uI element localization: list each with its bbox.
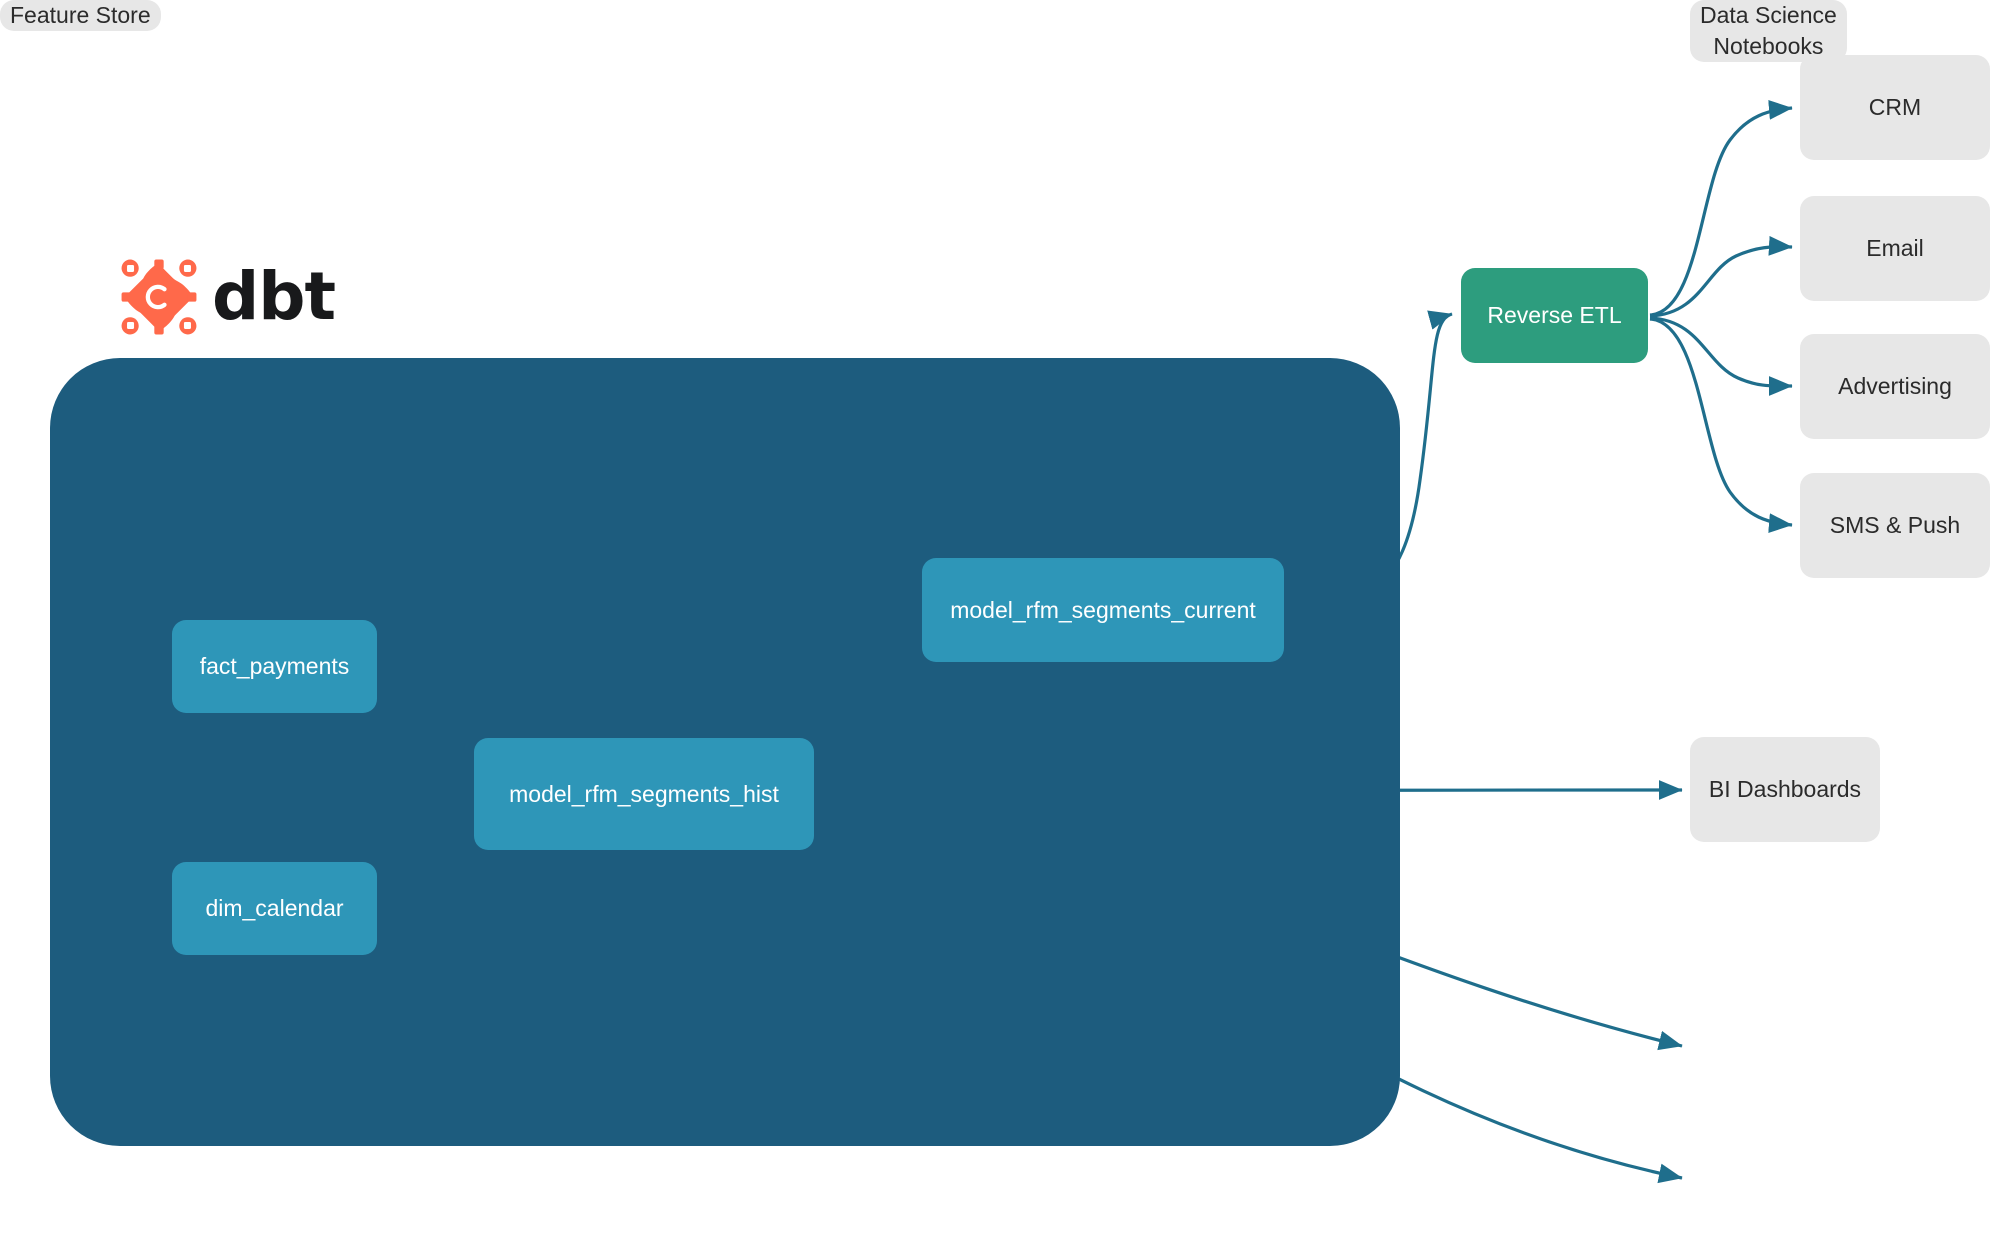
destination-node-advertising[interactable]: Advertising [1800, 334, 1990, 439]
edge-reverse-etl-to-crm [1649, 100, 1793, 317]
model-node-label: model_rfm_segments_current [950, 596, 1256, 623]
destination-node-label: SMS & Push [1829, 511, 1961, 538]
model-node-label: fact_payments [199, 653, 350, 679]
destination-node-label: Advertising [1838, 372, 1952, 399]
destination-node-bi-dashboards[interactable]: BI Dashboards [1690, 737, 1880, 842]
destination-node-label-line1: Data Science [1700, 2, 1837, 28]
destination-node-feature-store[interactable]: Feature Store [0, 0, 161, 32]
destination-node-crm[interactable]: CRM [1800, 55, 1990, 160]
node-reverse-etl-label: Reverse ETL [1487, 302, 1622, 328]
edge-reverse-etl-to-sms-push [1649, 317, 1793, 533]
destination-node-label: CRM [1868, 93, 1922, 120]
destination-node-data-science-notebooks[interactable]: Data Science Notebooks [1690, 0, 1847, 63]
model-node-label: dim_calendar [205, 895, 344, 921]
model-node-model-rfm-segments-hist[interactable]: model_rfm_segments_hist [474, 738, 814, 850]
model-node-dim-calendar[interactable]: dim_calendar [172, 862, 377, 955]
model-node-label: model_rfm_segments_hist [509, 780, 779, 807]
edge-reverse-etl-to-advertising [1649, 316, 1793, 396]
edge-reverse-etl-to-email [1649, 235, 1793, 318]
model-node-model-rfm-segments-current[interactable]: model_rfm_segments_current [922, 558, 1284, 662]
destination-node-label-line2: Notebooks [1713, 33, 1824, 60]
destination-node-label: BI Dashboards [1708, 775, 1862, 802]
destination-node-label: Data Science Notebooks [1700, 0, 1837, 62]
node-reverse-etl[interactable]: Reverse ETL [1461, 268, 1648, 363]
destination-node-label: Feature Store [10, 2, 151, 28]
dbt-logo: dbt [120, 258, 336, 336]
edge-group-reverse-etl-fanout [1649, 100, 1793, 533]
destination-node-email[interactable]: Email [1800, 196, 1990, 301]
dbt-logo-mark-icon [121, 259, 197, 335]
destination-node-label: Email [1866, 234, 1924, 261]
destination-node-sms-push[interactable]: SMS & Push [1800, 473, 1990, 578]
model-node-fact-payments[interactable]: fact_payments [172, 620, 377, 713]
dbt-wordmark: dbt [212, 258, 336, 335]
